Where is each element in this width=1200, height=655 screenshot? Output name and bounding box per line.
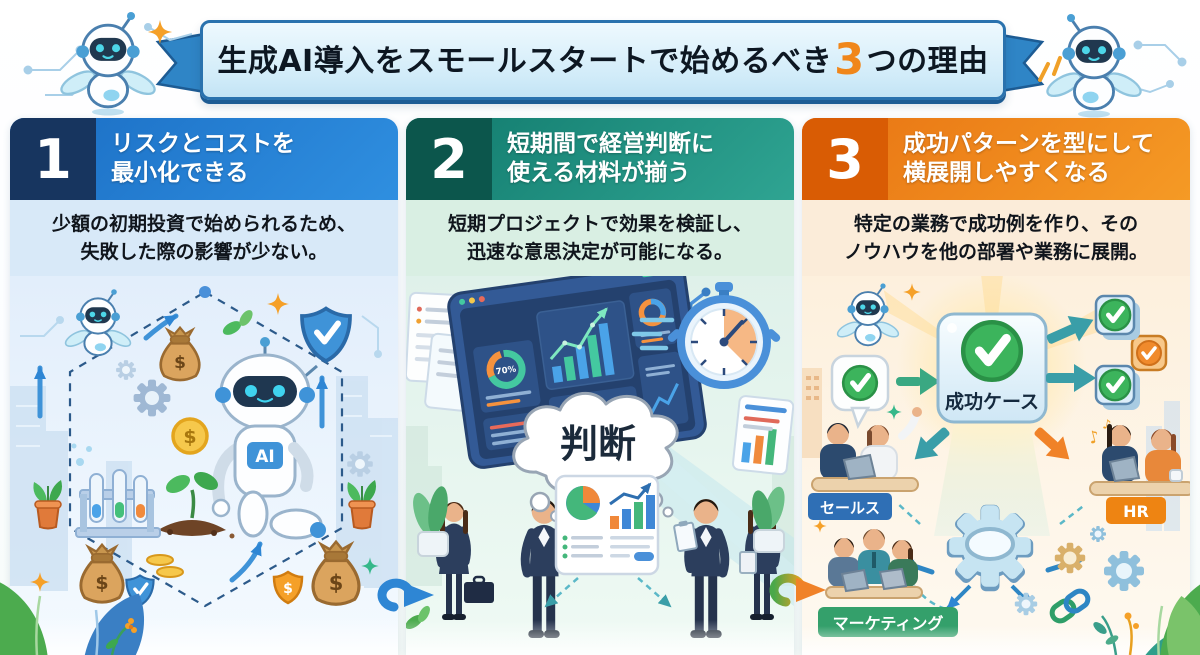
column-1-number: 1	[10, 118, 96, 200]
svg-text:セールス: セールス	[820, 499, 880, 517]
svg-text:$: $	[95, 572, 108, 594]
check-cube-icon	[1094, 294, 1168, 410]
robot-chest-badge: AI	[255, 447, 274, 467]
bar-chart-icon	[609, 482, 655, 529]
check-bubble-icon	[830, 354, 890, 430]
money-bag-icon: $	[311, 540, 361, 606]
column-1-illustration: $ $	[10, 276, 398, 655]
building-left	[802, 368, 822, 458]
circuit-decoration-right	[1124, 40, 1187, 94]
donut-value: 70%	[495, 364, 517, 377]
column-2-illustration: 70%	[406, 276, 794, 655]
column-1-description: 少額の初期投資で始められるため、 失敗した際の影響が少ない。	[10, 200, 398, 276]
leaf-accent-icon	[222, 310, 253, 335]
leafy-plant-icon	[413, 486, 449, 557]
cityscape-windows	[16, 395, 392, 447]
title-banner: 生成AI導入をスモールスタートで始めるべき3つの理由	[200, 20, 1006, 100]
column-1-title: リスクとコストを 最小化できる	[111, 131, 295, 186]
chain-link-icon	[1049, 588, 1091, 624]
banner-title: 生成AI導入をスモールスタートで始めるべき3つの理由	[217, 35, 988, 85]
column-1-risk-cost: 1 リスクとコストを 最小化できる 少額の初期投資で始められるため、 失敗した際…	[10, 118, 398, 655]
column-1-header: 1 リスクとコストを 最小化できる	[10, 118, 398, 200]
column-2-header: 2 短期間で経営判断に 使える材料が揃う	[406, 118, 794, 200]
coins-icon	[146, 554, 184, 578]
pie-chart-icon	[566, 486, 600, 520]
column-3-number: 3	[802, 118, 888, 200]
column-3-title: 成功パターンを型にして 横展開しやすくなる	[903, 131, 1155, 186]
businesswoman-with-briefcase	[439, 502, 494, 620]
column-3-scale-out: 3 成功パターンを型にして 横展開しやすくなる 特定の業務で成功例を作り、その …	[802, 118, 1190, 655]
column-3-header: 3 成功パターンを型にして 横展開しやすくなる	[802, 118, 1190, 200]
success-case-box: 成功ケース	[936, 312, 1048, 424]
column-2-decision: 2 短期間で経営判断に 使える材料が揃う 短期プロジェクトで効果を検証し、 迅速…	[406, 118, 794, 655]
column-2-description: 短期プロジェクトで効果を検証し、 迅速な意思決定が可能になる。	[406, 200, 794, 276]
sales-label: セールス	[808, 493, 892, 520]
gear-icon	[116, 360, 373, 477]
flying-robot-top-right-icon	[1038, 12, 1146, 118]
speed-lines	[631, 317, 675, 351]
banner-title-number: 3	[834, 35, 865, 85]
exclaim-lines-icon	[1038, 56, 1062, 82]
column-2-title: 短期間で経営判断に 使える材料が揃う	[507, 131, 714, 186]
circuit-lines	[20, 315, 382, 358]
hr-label: HR	[1106, 497, 1166, 524]
businesswoman-with-folder	[739, 502, 777, 620]
team-marketing	[813, 519, 923, 599]
stopwatch-icon	[667, 282, 781, 389]
svg-text:HR: HR	[1123, 502, 1149, 521]
light-beam	[934, 424, 1050, 536]
money-bag-icon: $	[159, 326, 201, 382]
shield-dollar-icon: $	[272, 570, 304, 605]
test-tubes-icon	[71, 443, 161, 538]
dashed-hexagon	[68, 290, 344, 608]
flow-arrow-teal	[914, 315, 1096, 460]
music-note-icon: ♪	[1086, 427, 1101, 449]
column-2-number: 2	[406, 118, 492, 200]
flow-arrow-green	[896, 368, 940, 395]
team-sales	[811, 407, 922, 492]
success-case-label: 成功ケース	[945, 390, 1039, 413]
flying-robot-top-left-icon	[56, 10, 173, 116]
circuit-decoration-left	[23, 23, 193, 96]
svg-text:$: $	[283, 581, 293, 597]
leafy-plant-icon	[752, 486, 785, 553]
ai-robot-illustration: AI	[211, 337, 326, 540]
svg-text:$: $	[174, 353, 186, 373]
big-gear-icon	[946, 504, 1034, 592]
hexagon-node	[199, 286, 211, 298]
mini-chart-card	[731, 395, 794, 476]
sparkle-icon	[147, 19, 173, 45]
column-3-description: 特定の業務で成功例を作り、その ノウハウを他の部署や業務に展開。	[802, 200, 1190, 276]
svg-text:$: $	[183, 426, 196, 448]
svg-text:$: $	[329, 571, 344, 595]
report-card	[554, 474, 660, 576]
cloud-label: 判断	[560, 422, 636, 466]
businessman-with-clipboard	[673, 499, 725, 638]
thought-cloud: 判断	[512, 391, 679, 522]
banner-title-suffix: つの理由	[866, 44, 989, 79]
dashed-arrows	[544, 577, 672, 608]
music-note-icon: ♪	[1101, 417, 1112, 433]
coin-icon: $	[171, 417, 209, 455]
team-hr	[1089, 424, 1190, 496]
report-lines	[562, 535, 654, 561]
growth-arrows	[34, 313, 328, 583]
gear-icon	[1014, 526, 1144, 616]
sprout-icon	[158, 471, 235, 539]
banner-title-prefix: 生成AI導入をスモールスタートで始めるべき	[217, 44, 833, 79]
column-3-illustration: 成功ケース	[802, 276, 1190, 655]
